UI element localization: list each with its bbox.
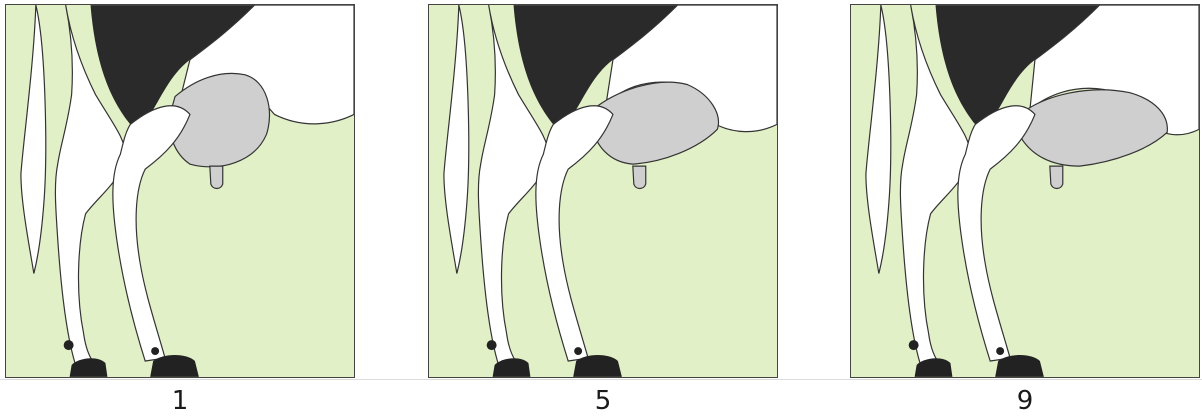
hind-leg xyxy=(958,106,1035,361)
panel-label-9: 9 xyxy=(850,386,1200,416)
cow-udder-panel-9 xyxy=(850,4,1200,378)
panel-label-1: 1 xyxy=(5,386,355,416)
dewclaw-back xyxy=(909,340,919,350)
tail xyxy=(444,5,469,273)
tail xyxy=(866,5,891,273)
dewclaw-back xyxy=(64,340,74,350)
tail xyxy=(21,5,46,273)
teat xyxy=(1050,166,1063,188)
cow-hindquarter-illustration xyxy=(6,5,354,377)
dewclaw-front xyxy=(996,347,1004,355)
teat xyxy=(210,166,223,188)
udder xyxy=(1020,90,1167,166)
baseline-divider xyxy=(0,379,1202,380)
cow-udder-panel-1 xyxy=(5,4,355,378)
dewclaw-front xyxy=(574,347,582,355)
cow-udder-panel-5 xyxy=(428,4,778,378)
cow-hindquarter-illustration xyxy=(851,5,1199,377)
cow-hindquarter-illustration xyxy=(429,5,777,377)
panel-label-5: 5 xyxy=(428,386,778,416)
dewclaw-back xyxy=(487,340,497,350)
teat xyxy=(633,166,646,188)
dewclaw-front xyxy=(151,347,159,355)
